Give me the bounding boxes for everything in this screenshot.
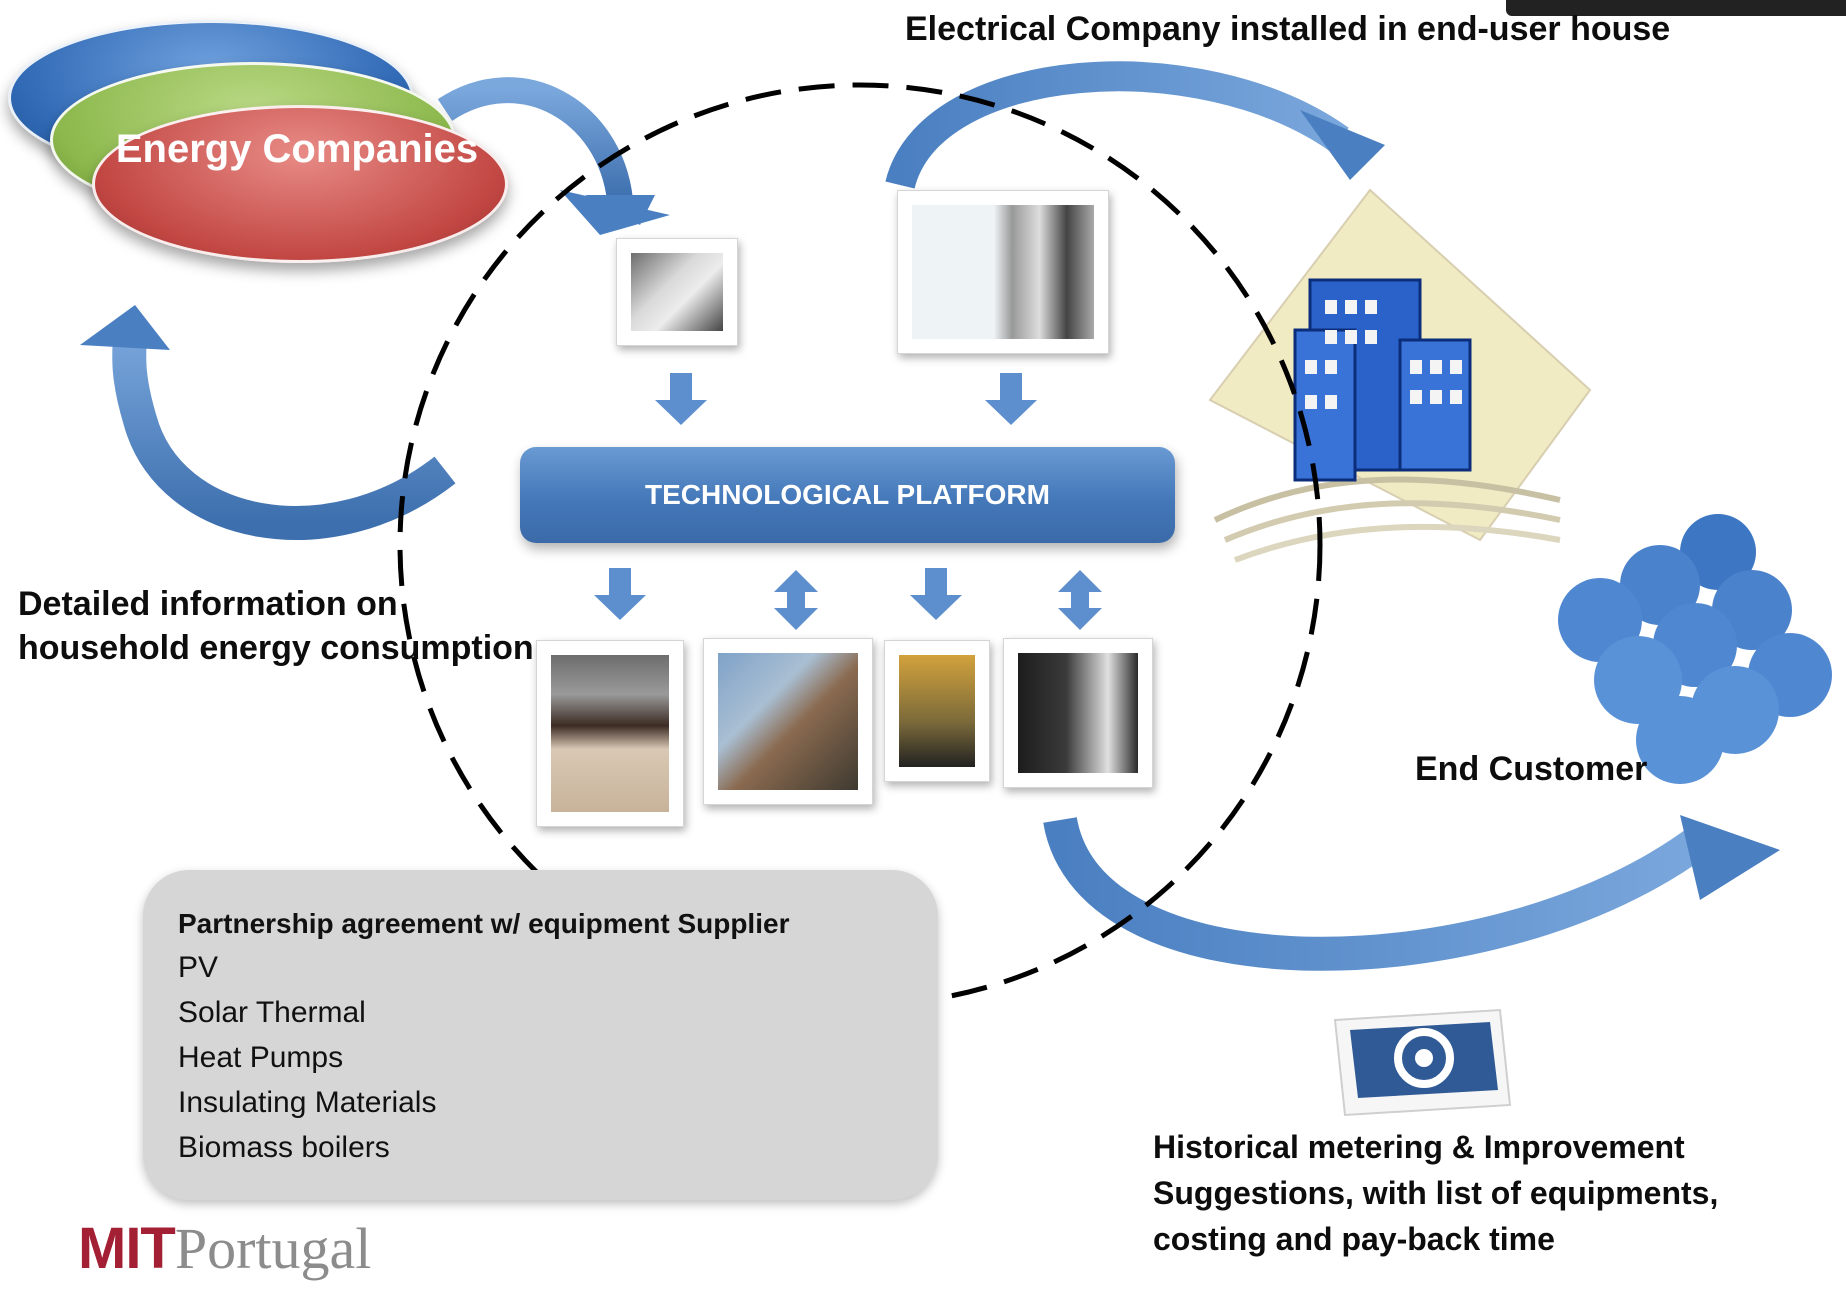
technological-platform: TECHNOLOGICAL PLATFORM bbox=[520, 447, 1175, 543]
arrow-down-2 bbox=[910, 568, 962, 620]
photo-woman-phone bbox=[718, 653, 858, 790]
mit-portugal-logo: MITPortugal bbox=[78, 1215, 371, 1282]
weather-station-icon bbox=[912, 205, 1094, 339]
building-icon bbox=[1208, 188, 1592, 563]
arrow-updown-1 bbox=[774, 570, 818, 630]
photo-frame-woman bbox=[703, 638, 873, 805]
weather-station-frame bbox=[897, 190, 1109, 354]
arrow-down-meter bbox=[655, 373, 707, 425]
platform-boundary-circle bbox=[397, 82, 1323, 1008]
arrow-to-building bbox=[885, 61, 1385, 190]
photo-frame-display bbox=[884, 640, 990, 782]
photo-tv-child bbox=[551, 655, 669, 812]
partnership-box bbox=[143, 870, 938, 1200]
partnership-item: PV bbox=[178, 951, 219, 984]
arrow-down-weather bbox=[985, 373, 1037, 425]
meter-device-icon bbox=[631, 253, 723, 331]
partnership-title: Partnership agreement w/ equipment Suppl… bbox=[178, 908, 790, 939]
partnership-item: Biomass boilers bbox=[178, 1131, 390, 1164]
photo-frame-tv bbox=[536, 640, 684, 827]
energy-company-ellipse-red bbox=[92, 105, 508, 263]
arrow-down-1 bbox=[594, 568, 646, 620]
energy-companies-label: Energy Companies bbox=[115, 127, 479, 171]
arrow-loop-back bbox=[80, 305, 456, 540]
logo-mit: MIT bbox=[78, 1216, 176, 1281]
logo-portugal: Portugal bbox=[174, 1216, 372, 1281]
arrow-to-customer bbox=[1043, 815, 1780, 971]
historical-metering-label: Historical metering & Improvement Sugges… bbox=[1153, 1129, 1719, 1257]
partnership-item: Solar Thermal bbox=[178, 996, 366, 1029]
customer-group-icon bbox=[1558, 514, 1832, 784]
photo-frame-office bbox=[1003, 638, 1153, 788]
end-customer-label: End Customer bbox=[1415, 750, 1648, 788]
arrow-companies-to-meter bbox=[437, 77, 670, 235]
meter-device-frame bbox=[616, 238, 738, 346]
corner-tab bbox=[1506, 0, 1846, 16]
email-stamp-icon bbox=[1333, 1008, 1512, 1117]
detailed-information-label: Detailed information on household energy… bbox=[18, 585, 534, 667]
arrow-updown-2 bbox=[1058, 570, 1102, 630]
partnership-item: Heat Pumps bbox=[178, 1041, 344, 1074]
partnership-item: Insulating Materials bbox=[178, 1086, 437, 1119]
photo-energy-display bbox=[899, 655, 975, 767]
top-caption: Electrical Company installed in end-user… bbox=[905, 10, 1671, 48]
photo-man-computer bbox=[1018, 653, 1138, 773]
